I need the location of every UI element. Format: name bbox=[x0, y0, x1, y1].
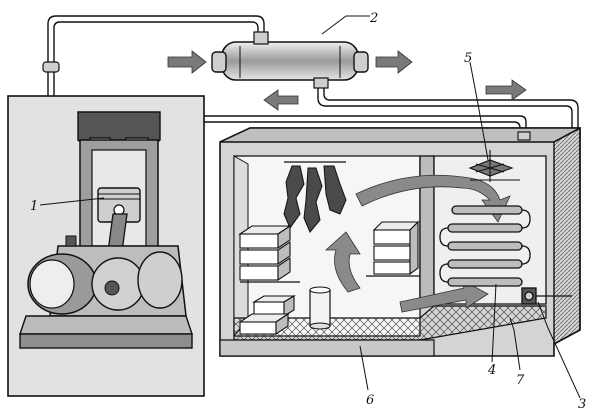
shelf-crate bbox=[366, 220, 420, 277]
floor-boxes bbox=[238, 295, 296, 336]
stacked-crates bbox=[238, 224, 300, 283]
evaporator-coil bbox=[439, 205, 531, 287]
label-5: 5 bbox=[464, 51, 472, 66]
part-labels: 1 2 3 4 5 6 7 bbox=[30, 11, 586, 412]
container-cylinder bbox=[309, 286, 331, 330]
expansion-valve bbox=[521, 287, 572, 305]
hanging-meat bbox=[283, 161, 347, 233]
pipe-elbow bbox=[517, 131, 531, 141]
label-3: 3 bbox=[578, 397, 586, 412]
leader-lines bbox=[39, 15, 581, 399]
label-4: 4 bbox=[487, 363, 496, 378]
label-1: 1 bbox=[30, 199, 38, 214]
circulation-arrows bbox=[324, 174, 511, 313]
air-flow-arrows bbox=[167, 50, 527, 111]
compressor bbox=[19, 111, 193, 349]
label-6: 6 bbox=[366, 393, 374, 408]
label-7: 7 bbox=[516, 373, 525, 388]
pipe-coupling bbox=[42, 61, 60, 73]
fan bbox=[468, 150, 520, 182]
refrigerant-piping bbox=[47, 15, 579, 300]
condenser bbox=[211, 31, 369, 89]
label-2: 2 bbox=[369, 11, 378, 26]
